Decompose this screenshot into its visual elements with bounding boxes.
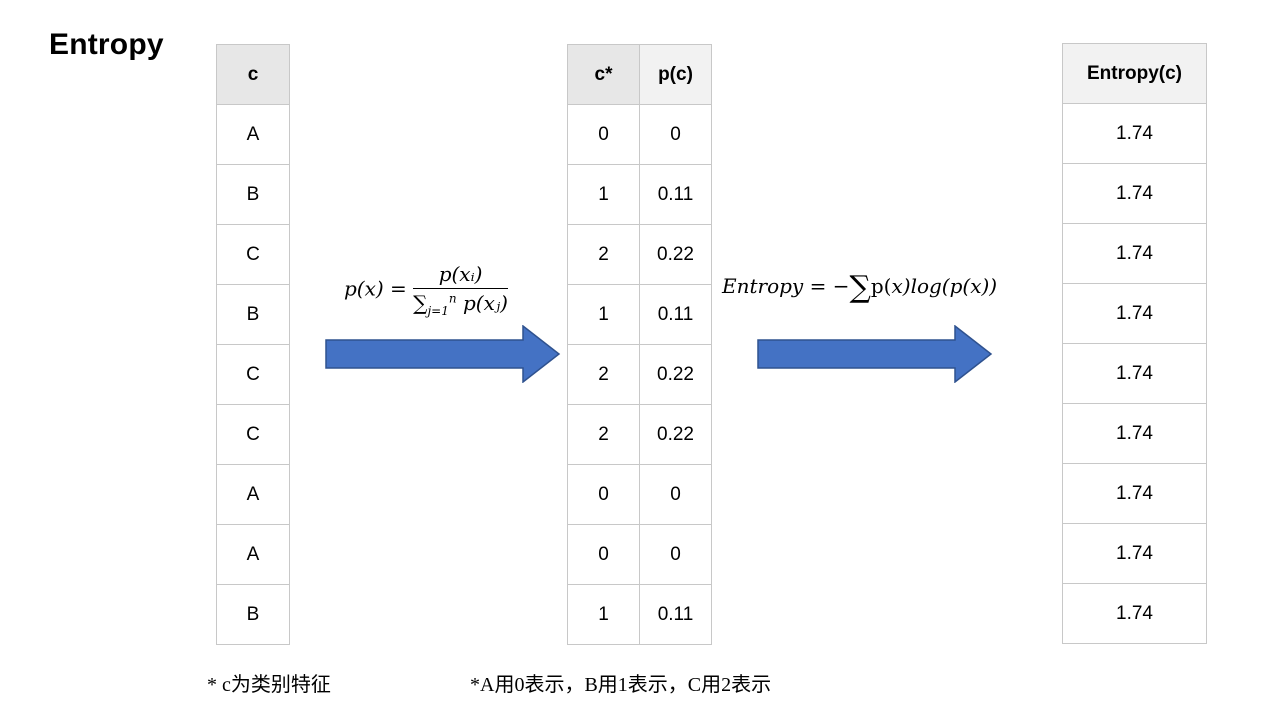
cell-entropy: 1.74 bbox=[1062, 463, 1207, 524]
formula1-numerator: p(xᵢ) bbox=[413, 262, 508, 289]
cell-c: B bbox=[216, 164, 290, 225]
entropy-formula: Entropy = −∑p(x)log(p(x)) bbox=[722, 270, 997, 305]
cell-c-star: 1 bbox=[567, 164, 640, 225]
page-title: Entropy bbox=[49, 28, 164, 61]
cell-c-star: 1 bbox=[567, 584, 640, 645]
cell-p-c: 0 bbox=[639, 104, 712, 165]
sum-symbol: ∑ bbox=[849, 270, 871, 305]
footnote-category: * c为类别特征 bbox=[207, 674, 331, 696]
cell-p-c: 0.22 bbox=[639, 404, 712, 465]
header-c-star: c* bbox=[567, 44, 640, 105]
cell-entropy: 1.74 bbox=[1062, 163, 1207, 224]
cell-p-c: 0.22 bbox=[639, 344, 712, 405]
formula1-denominator: ∑j=1n p(xⱼ) bbox=[413, 289, 508, 318]
formula2-term-rest: )log(p(x)) bbox=[902, 274, 998, 298]
cell-p-c: 0 bbox=[639, 464, 712, 525]
cell-c-star: 2 bbox=[567, 344, 640, 405]
sum-upper-bound: n bbox=[448, 291, 457, 306]
header-entropy: Entropy(c) bbox=[1062, 43, 1207, 104]
cell-entropy: 1.74 bbox=[1062, 223, 1207, 284]
right-arrow-icon bbox=[757, 325, 993, 383]
cell-p-c: 0 bbox=[639, 524, 712, 585]
cell-c: A bbox=[216, 524, 290, 585]
footnote-encoding: *A用0表示，B用1表示，C用2表示 bbox=[470, 674, 772, 696]
cell-entropy: 1.74 bbox=[1062, 283, 1207, 344]
formula1-lhs: p(x) = bbox=[344, 276, 407, 301]
cell-c-star: 2 bbox=[567, 404, 640, 465]
cell-c: A bbox=[216, 104, 290, 165]
cell-c: C bbox=[216, 404, 290, 465]
cell-c: C bbox=[216, 344, 290, 405]
header-c: c bbox=[216, 44, 290, 105]
cell-p-c: 0.11 bbox=[639, 584, 712, 645]
cell-c: C bbox=[216, 224, 290, 285]
cell-entropy: 1.74 bbox=[1062, 523, 1207, 584]
cell-c-star: 0 bbox=[567, 104, 640, 165]
cell-p-c: 0.11 bbox=[639, 284, 712, 345]
entropy-table: Entropy(c) 1.74 1.74 1.74 1.74 1.74 1.74… bbox=[1062, 43, 1207, 644]
right-arrow-icon bbox=[325, 325, 561, 383]
cell-entropy: 1.74 bbox=[1062, 583, 1207, 644]
cell-p-c: 0.11 bbox=[639, 164, 712, 225]
cell-c-star: 0 bbox=[567, 464, 640, 525]
cell-c-star: 1 bbox=[567, 284, 640, 345]
formula1-fraction: p(xᵢ) ∑j=1n p(xⱼ) bbox=[413, 262, 508, 318]
cell-entropy: 1.74 bbox=[1062, 343, 1207, 404]
cell-p-c: 0.22 bbox=[639, 224, 712, 285]
sum-lower-bound: j=1 bbox=[427, 304, 449, 318]
cell-entropy: 1.74 bbox=[1062, 403, 1207, 464]
cell-c-star: 2 bbox=[567, 224, 640, 285]
header-p-c: p(c) bbox=[639, 44, 712, 105]
formula1-den-term: p(xⱼ) bbox=[462, 291, 508, 315]
category-table: c A B C B C C A A B bbox=[216, 44, 290, 645]
probability-formula: p(x) = p(xᵢ) ∑j=1n p(xⱼ) bbox=[344, 262, 508, 318]
sum-symbol: ∑ bbox=[413, 291, 428, 315]
cell-entropy: 1.74 bbox=[1062, 103, 1207, 164]
formula2-lhs: Entropy = − bbox=[722, 274, 850, 298]
cell-c: B bbox=[216, 584, 290, 645]
formula2-term-p: p( bbox=[870, 274, 892, 298]
cell-c: B bbox=[216, 284, 290, 345]
cell-c: A bbox=[216, 464, 290, 525]
cell-c-star: 0 bbox=[567, 524, 640, 585]
formula2-term-x: x bbox=[891, 274, 903, 298]
